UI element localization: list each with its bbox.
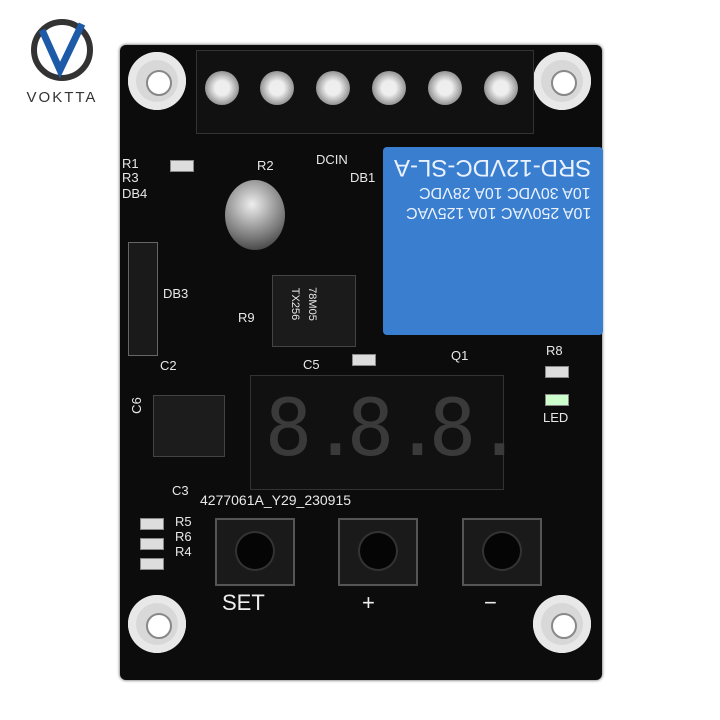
screw-terminal[interactable] [205, 71, 239, 105]
label-r8: R8 [546, 343, 563, 358]
display-digit: 8. [429, 384, 523, 474]
resistor [352, 354, 376, 366]
seven-segment-display: 8. 8. 8. [250, 375, 523, 490]
regulator-text: 78M05 [305, 287, 318, 321]
pin-header[interactable] [128, 242, 158, 356]
mount-hole [533, 595, 591, 653]
resistor [140, 518, 164, 530]
relay-model: SRD-12VDC-SL-A [393, 154, 591, 181]
screw-terminal[interactable] [372, 71, 406, 105]
minus-button[interactable] [462, 518, 542, 586]
label-c6: C6 [128, 397, 144, 414]
set-label: SET [222, 590, 265, 615]
resistor [140, 538, 164, 550]
label-r3: R3 [122, 170, 139, 185]
relay-rating: 10A 30VDC 10A 28VDC [419, 184, 591, 201]
brand-logo: VOKTTA [22, 14, 102, 109]
microcontroller-chip [153, 395, 225, 457]
screw-terminal[interactable] [484, 71, 518, 105]
label-q1: Q1 [451, 348, 469, 363]
display-digit: 8. [265, 384, 359, 474]
display-digit: 8. [347, 384, 441, 474]
label-led: LED [543, 410, 569, 425]
label-db4: DB4 [122, 186, 148, 201]
label-c3: C3 [172, 483, 189, 498]
label-r4: R4 [175, 544, 192, 559]
logo-v-icon [31, 19, 93, 81]
set-button[interactable] [215, 518, 295, 586]
resistor [545, 366, 569, 378]
label-db3: DB3 [163, 286, 189, 301]
mount-hole [128, 595, 186, 653]
minus-label: − [484, 590, 497, 615]
relay: SRD-12VDC-SL-A 10A 30VDC 10A 28VDC 10A 2… [383, 147, 603, 335]
resistor [140, 558, 164, 570]
label-r9: R9 [238, 310, 255, 325]
resistor [170, 160, 194, 172]
screw-terminal[interactable] [428, 71, 462, 105]
led [545, 394, 569, 406]
label-r2: R2 [257, 158, 274, 173]
mount-hole [128, 52, 186, 110]
mount-hole [533, 52, 591, 110]
relay-rating: 10A 250VAC 10A 125VAC [405, 204, 591, 221]
label-dcin: DCIN [316, 152, 348, 167]
voltage-regulator: 78M05 TX256 [272, 275, 356, 347]
capacitor [225, 180, 285, 250]
label-r1: R1 [122, 156, 139, 171]
screw-terminal[interactable] [316, 71, 350, 105]
screw-terminal[interactable] [260, 71, 294, 105]
label-c2: C2 [160, 358, 177, 373]
logo-text: VOKTTA [26, 89, 98, 106]
plus-button[interactable] [338, 518, 418, 586]
label-r5: R5 [175, 514, 192, 529]
label-r6: R6 [175, 529, 192, 544]
label-db1: DB1 [350, 170, 376, 185]
plus-label: + [362, 590, 375, 615]
terminal-block [196, 50, 534, 134]
serial-number: 4277061A_Y29_230915 [200, 492, 352, 508]
label-c5: C5 [303, 357, 320, 372]
regulator-text: TX256 [289, 287, 302, 321]
